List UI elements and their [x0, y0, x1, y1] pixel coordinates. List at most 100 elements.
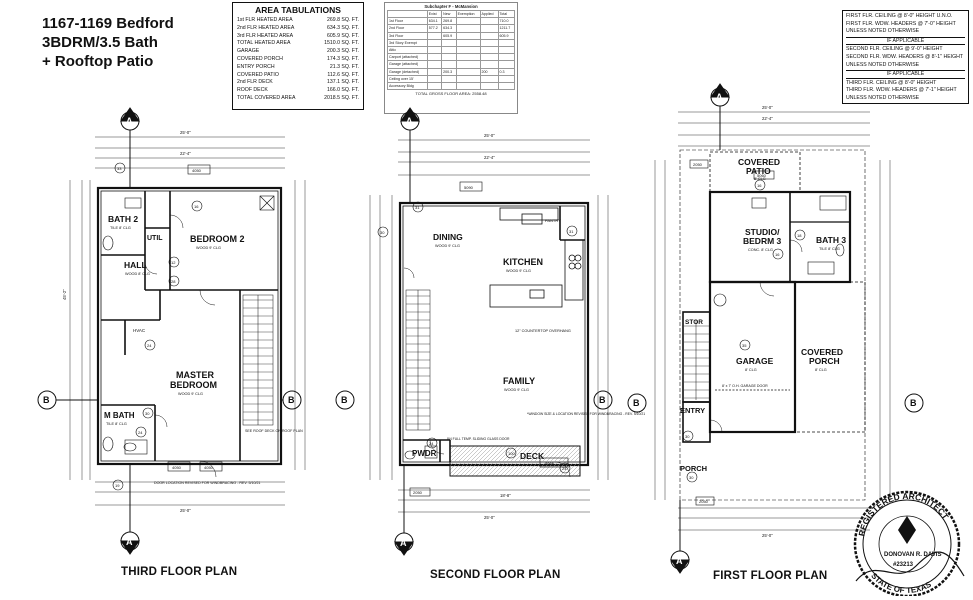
- room-sublabel: WOOD 9' CLG: [178, 392, 203, 396]
- svg-text:30: 30: [145, 411, 150, 416]
- room-sublabel: WOOD 9' CLG: [196, 246, 221, 250]
- area-value: 634.3 SQ. FT.: [326, 24, 359, 31]
- title-line-1: 1167-1169 Bedford: [42, 15, 174, 32]
- room-label: COVERED: [801, 347, 843, 357]
- room-sublabel: 8' CLG: [815, 368, 827, 372]
- first-floor-plan-label: FIRST FLOOR PLAN: [713, 570, 828, 582]
- area-row: GARAGE 200.3 SQ. FT.: [237, 48, 359, 56]
- room-sublabel: WOOD 9' CLG: [504, 388, 529, 392]
- dimension: 25'-0": [762, 105, 773, 110]
- svg-text:24: 24: [147, 343, 152, 348]
- subchapter-row: Carport (attached): [387, 53, 515, 62]
- subchapter-cell: [497, 81, 515, 91]
- section-marker-b: B: [910, 398, 917, 408]
- area-value: 174.3 SQ. FT.: [326, 55, 359, 62]
- room-sublabel: 8' CLG: [745, 368, 757, 372]
- area-label: COVERED PORCH: [237, 55, 283, 62]
- ceiling-note-separator: IF APPLICABLE: [846, 36, 965, 46]
- ceiling-note-separator: IF APPLICABLE: [846, 70, 965, 79]
- subchapter-cell: [441, 38, 457, 47]
- room-sublabel: TILE 8' CLG: [110, 226, 131, 230]
- svg-text:28: 28: [171, 279, 176, 284]
- ceiling-note: SECOND FLR. CEILING @ 9'-0" HEIGHT: [846, 46, 943, 53]
- svg-text:4050: 4050: [204, 465, 214, 470]
- note: 12" COUNTERTOP OVERHANG: [515, 329, 571, 333]
- ceiling-note: UNLESS NOTED OTHERWISE: [846, 94, 920, 101]
- subchapter-row: Accessory Bldg: [387, 81, 515, 91]
- room-sublabel: WOOD 8' CLG: [125, 272, 150, 276]
- room-label: ENTRY: [680, 406, 705, 415]
- ceiling-note: SECOND FLR. WDW. HEADERS @ 8'-1" HEIGHT: [846, 53, 964, 60]
- room-label: PORCH: [680, 464, 707, 473]
- ceiling-note: THIRD FLR. WDW. HEADERS @ 7'-1" HEIGHT: [846, 87, 957, 94]
- room-label: MASTER: [176, 370, 215, 380]
- svg-text:24: 24: [562, 466, 567, 471]
- subchapter-cell: [441, 53, 457, 62]
- ceiling-note: THIRD FLR. CEILING @ 8'-0" HEIGHT: [846, 79, 937, 86]
- svg-text:35: 35: [742, 343, 747, 348]
- room-label: DINING: [433, 232, 463, 242]
- area-value: 2018.5 SQ. FT.: [324, 94, 359, 101]
- svg-text:24: 24: [429, 441, 434, 446]
- area-value: 1510.0 SQ. FT.: [324, 40, 359, 47]
- svg-text:2050: 2050: [693, 162, 703, 167]
- room-label: PATIO: [746, 166, 771, 176]
- room-label: BATH 3: [816, 235, 846, 245]
- area-value: 269.8 SQ. FT.: [326, 17, 359, 23]
- section-marker-a: A: [676, 556, 683, 566]
- room-label: BEDROOM 2: [190, 234, 245, 244]
- svg-text:100: 100: [508, 451, 515, 456]
- svg-text:12: 12: [171, 260, 176, 265]
- room-label: UTIL: [147, 235, 163, 242]
- section-marker-a: A: [406, 116, 413, 126]
- ceiling-note: FIRST FLR. WDW. HEADERS @ 7'-0" HEIGHT: [846, 20, 956, 27]
- section-marker-b: B: [599, 395, 606, 405]
- project-title: 1167-1169 Bedford 3BDRM/3.5 Bath + Rooft…: [42, 14, 174, 71]
- dimension: 22'-4": [180, 151, 191, 156]
- note: SEE ROOF DECK ON ROOF PLAN: [245, 429, 303, 433]
- svg-text:24: 24: [138, 430, 143, 435]
- area-label: ROOF DECK: [237, 87, 268, 94]
- room-label: HALL: [124, 260, 147, 270]
- dimension: 45'-2": [62, 289, 67, 300]
- ceiling-note: UNLESS NOTED OTHERWISE: [846, 28, 920, 35]
- svg-text:2050: 2050: [699, 499, 709, 504]
- room-label: COVERED: [738, 157, 780, 167]
- area-label: GARAGE: [237, 48, 260, 55]
- dimension: 25'-0": [762, 533, 773, 538]
- seal-bottom-text: STATE OF TEXAS: [869, 571, 933, 595]
- ceiling-note: FIRST FLR. CEILING @ 8'-0" HEIGHT U.N.O.: [846, 13, 953, 19]
- ceiling-note: UNLESS NOTED OTHERWISE: [846, 61, 920, 68]
- note: 8' x 7' O.H. GARAGE DOOR: [722, 384, 768, 388]
- room-label: PWDR: [412, 449, 437, 458]
- second-floor-plan-label: SECOND FLOOR PLAN: [430, 569, 561, 581]
- area-label: 2nd FLR HEATED AREA: [237, 24, 295, 31]
- room-label: GARAGE: [736, 356, 774, 366]
- svg-text:33: 33: [117, 166, 122, 171]
- room-label: DECK: [520, 451, 545, 461]
- title-line-2: 3BDRM/3.5 Bath: [42, 34, 158, 51]
- section-marker-b: B: [43, 395, 50, 405]
- subchapter-cell: 605.9: [497, 31, 515, 40]
- subchapter-cell: [479, 31, 499, 40]
- room-label: STOR: [685, 319, 703, 326]
- dimension: 25'-0": [180, 130, 191, 135]
- svg-text:18: 18: [797, 233, 802, 238]
- room-sublabel: 8' CLG: [754, 177, 766, 181]
- room-label: BATH 2: [108, 214, 138, 224]
- room-label: FAMILY: [503, 376, 535, 386]
- area-value: 137.1 SQ. FT.: [326, 79, 359, 86]
- seal-number: #23213: [893, 562, 914, 568]
- area-value: 200.3 SQ. FT.: [326, 48, 359, 55]
- subchapter-row: 3rd Story Exempt: [387, 38, 515, 47]
